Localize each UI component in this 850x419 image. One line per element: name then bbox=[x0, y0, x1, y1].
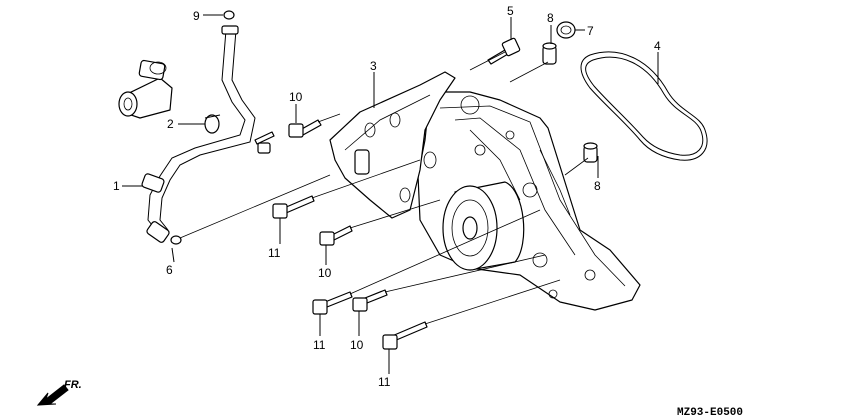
bolt-11-low bbox=[382, 321, 428, 350]
callout-8-upper: 8 bbox=[547, 11, 554, 25]
bolt-10-mid bbox=[319, 225, 353, 246]
callout-9: 9 bbox=[193, 9, 200, 23]
callout-10-low: 10 bbox=[350, 338, 364, 352]
dowel-pin-upper bbox=[542, 42, 557, 65]
assembly-lines bbox=[179, 51, 589, 325]
callout-5: 5 bbox=[507, 4, 514, 18]
small-bolt bbox=[254, 131, 275, 154]
callout-8-lower: 8 bbox=[594, 179, 601, 193]
front-direction-indicator: FR. bbox=[36, 379, 82, 406]
direction-label: FR. bbox=[64, 379, 82, 391]
clip-6 bbox=[170, 235, 182, 245]
clip-9 bbox=[223, 10, 235, 20]
bolt-11-left bbox=[272, 195, 315, 219]
callout-7: 7 bbox=[587, 24, 594, 38]
o-ring-seal bbox=[580, 51, 708, 161]
pump-housing bbox=[442, 181, 525, 271]
bolt-10-upper bbox=[288, 119, 322, 138]
callout-11-left: 11 bbox=[268, 246, 281, 260]
hose-joint-fitting bbox=[118, 59, 173, 119]
callout-10-upper: 10 bbox=[289, 90, 303, 104]
callout-3: 3 bbox=[370, 59, 377, 73]
water-bypass-hose bbox=[141, 25, 256, 243]
bolt-5 bbox=[487, 37, 521, 65]
callout-6: 6 bbox=[166, 263, 173, 277]
direction-arrow-icon bbox=[36, 384, 69, 406]
leader-lines bbox=[122, 14, 659, 374]
callout-10-mid: 10 bbox=[318, 266, 332, 280]
hose-clamp-2 bbox=[204, 114, 221, 134]
callout-2: 2 bbox=[167, 117, 174, 131]
callout-11-mid: 11 bbox=[313, 338, 326, 352]
diagram-code: MZ93-E0500 bbox=[677, 407, 743, 419]
bolt-11-mid bbox=[312, 291, 353, 315]
cover-gasket bbox=[329, 71, 456, 219]
callout-11-low: 11 bbox=[378, 375, 391, 389]
small-o-ring bbox=[556, 21, 576, 39]
callout-4: 4 bbox=[654, 39, 661, 53]
callout-labels: 9 5 8 7 4 3 10 2 1 8 6 11 10 11 10 11 bbox=[113, 4, 661, 389]
dowel-pin-lower bbox=[583, 142, 598, 163]
bolt-10-low bbox=[352, 289, 388, 312]
callout-1: 1 bbox=[113, 179, 120, 193]
